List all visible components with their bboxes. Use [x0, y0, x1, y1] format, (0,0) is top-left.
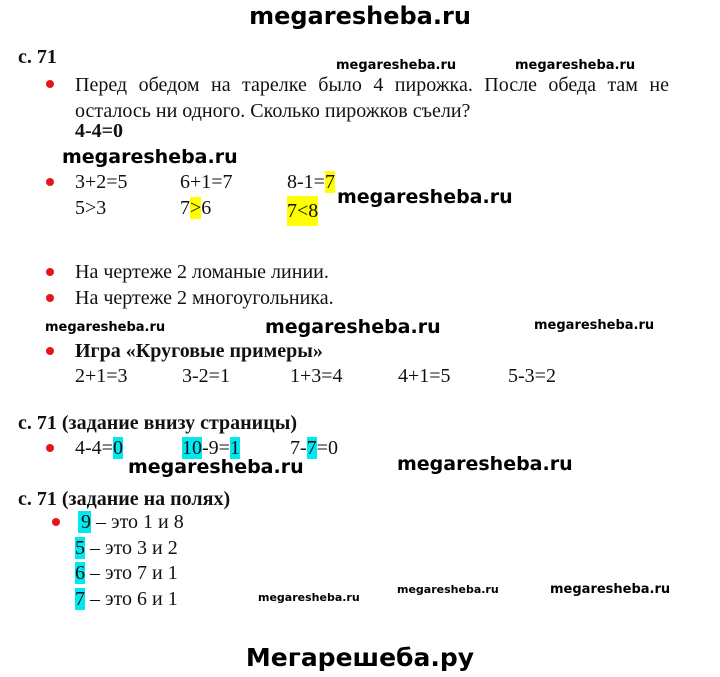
statement: На чертеже 2 многоугольника.	[75, 287, 334, 309]
statement: На чертеже 2 ломаные линии.	[75, 261, 329, 283]
fact-text: – это 3 и 2	[85, 537, 178, 559]
game-title: Игра «Круговые примеры»	[75, 340, 323, 362]
highlight: 10	[182, 437, 202, 459]
section-heading: с. 71 (задание внизу страницы)	[18, 412, 297, 434]
watermark: megaresheba.ru	[128, 456, 304, 478]
equation: 4+1=5	[398, 365, 451, 387]
watermark: megaresheba.ru	[515, 58, 636, 73]
bullet-icon	[46, 347, 54, 355]
highlight: 9	[78, 511, 91, 533]
watermark: megaresheba.ru	[45, 320, 166, 335]
equation-text: 8-1=	[287, 171, 325, 193]
fact-line: 6 – это 7 и 1	[75, 561, 178, 585]
equation-text: 4-4=	[75, 437, 113, 459]
watermark: megaresheba.ru	[265, 316, 441, 338]
highlight: >	[190, 197, 202, 219]
highlight: 1	[229, 437, 240, 459]
fact-text: – это 6 и 1	[85, 588, 178, 610]
comparison-text: 6	[201, 197, 212, 219]
highlight: 7	[306, 437, 317, 459]
watermark-top: megaresheba.ru	[249, 2, 471, 30]
highlight: 7	[324, 171, 335, 193]
bullet-icon	[46, 80, 54, 88]
equation-text: =0	[316, 437, 338, 459]
equation: 3-2=1	[182, 365, 230, 387]
comparison-text: 7	[180, 197, 190, 219]
equation: 2+1=3	[75, 365, 128, 387]
watermark: megaresheba.ru	[397, 583, 499, 596]
comparison: 7>6	[180, 196, 211, 220]
highlight: 0	[112, 437, 123, 459]
equation: 3+2=5	[75, 171, 128, 193]
equation: 7-7=0	[290, 436, 338, 460]
highlight: 7	[75, 588, 85, 610]
comparison-highlight: 7<8	[287, 196, 319, 226]
answer: 4-4=0	[75, 120, 124, 142]
highlight: 5	[75, 537, 85, 559]
bullet-icon	[46, 444, 54, 452]
equation-text: 7-	[290, 437, 307, 459]
watermark: megaresheba.ru	[534, 318, 655, 333]
fact-line: 5 – это 3 и 2	[75, 536, 178, 560]
bullet-icon	[52, 518, 60, 526]
equation: 6+1=7	[180, 171, 233, 193]
equation: 5-3=2	[508, 365, 556, 387]
fact-text: – это 7 и 1	[85, 562, 178, 584]
watermark: megaresheba.ru	[336, 58, 457, 73]
fact-text: – это 1 и 8	[91, 511, 184, 533]
equation: 1+3=4	[290, 365, 343, 387]
watermark: megaresheba.ru	[258, 591, 360, 604]
watermark: megaresheba.ru	[397, 453, 573, 475]
watermark: megaresheba.ru	[550, 582, 671, 597]
bullet-icon	[46, 294, 54, 302]
equation: 10-9=1	[182, 436, 240, 460]
problem-text: Перед обедом на тарелке было 4 пирожка. …	[75, 74, 669, 122]
section-heading: с. 71 (задание на полях)	[18, 488, 231, 510]
bullet-icon	[46, 268, 54, 276]
highlight: 6	[75, 562, 85, 584]
watermark: megaresheba.ru	[337, 186, 513, 208]
footer-watermark: Мегарешеба.ру	[245, 643, 475, 672]
fact-line: 7 – это 6 и 1	[75, 587, 178, 611]
equation-text: -9=	[202, 437, 230, 459]
equation: 8-1=7	[287, 170, 335, 194]
fact-line: 9 – это 1 и 8	[78, 510, 184, 534]
section-heading: с. 71	[18, 46, 57, 68]
comparison: 5>3	[75, 197, 107, 219]
watermark: megaresheba.ru	[62, 146, 238, 168]
bullet-icon	[46, 178, 54, 186]
equation: 4-4=0	[75, 436, 123, 460]
